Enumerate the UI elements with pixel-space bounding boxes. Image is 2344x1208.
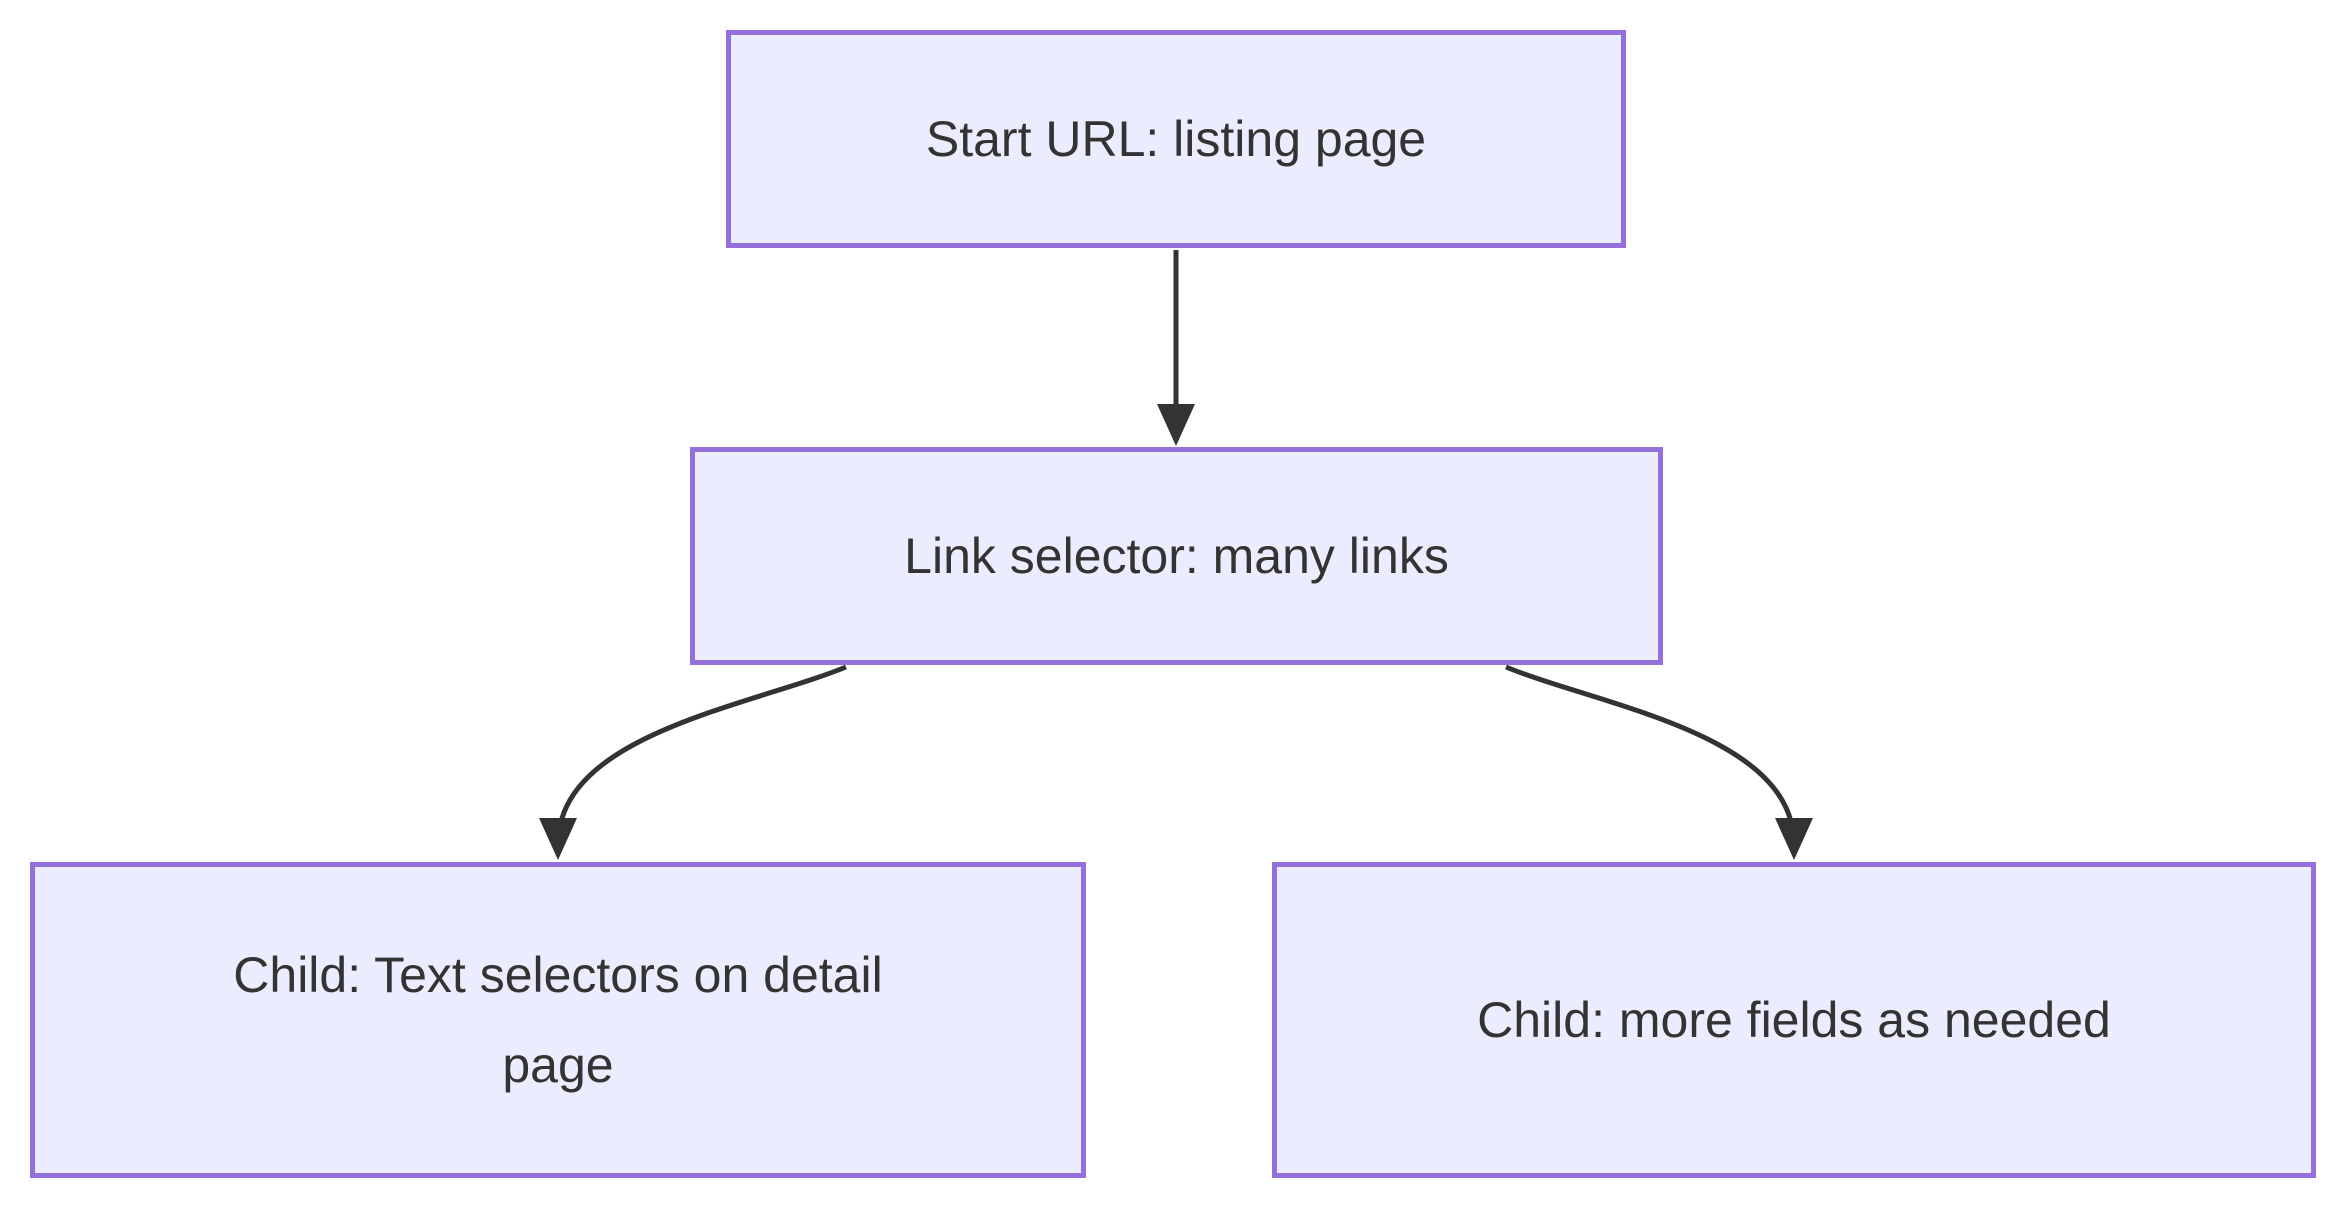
arrowhead-down-icon <box>1157 404 1195 446</box>
node-child-more-fields: Child: more fields as needed <box>1272 862 2316 1178</box>
edge-start-to-link <box>1157 250 1195 446</box>
arrowhead-down-icon <box>1775 818 1813 860</box>
node-child-text-selectors-label: Child: Text selectors on detail page <box>233 947 883 1093</box>
node-start-url: Start URL: listing page <box>726 30 1626 248</box>
node-link-selector-label: Link selector: many links <box>904 528 1449 584</box>
edge-curve <box>556 664 847 833</box>
edge-link-to-child-fields <box>1505 664 1813 860</box>
node-child-text-selectors: Child: Text selectors on detail page <box>30 862 1086 1178</box>
arrowhead-down-icon <box>539 818 577 860</box>
edge-link-to-child-detail <box>539 664 847 860</box>
edge-curve <box>1505 664 1796 833</box>
node-child-more-fields-label: Child: more fields as needed <box>1477 992 2111 1048</box>
node-link-selector: Link selector: many links <box>690 447 1663 665</box>
node-start-url-label: Start URL: listing page <box>925 111 1427 167</box>
